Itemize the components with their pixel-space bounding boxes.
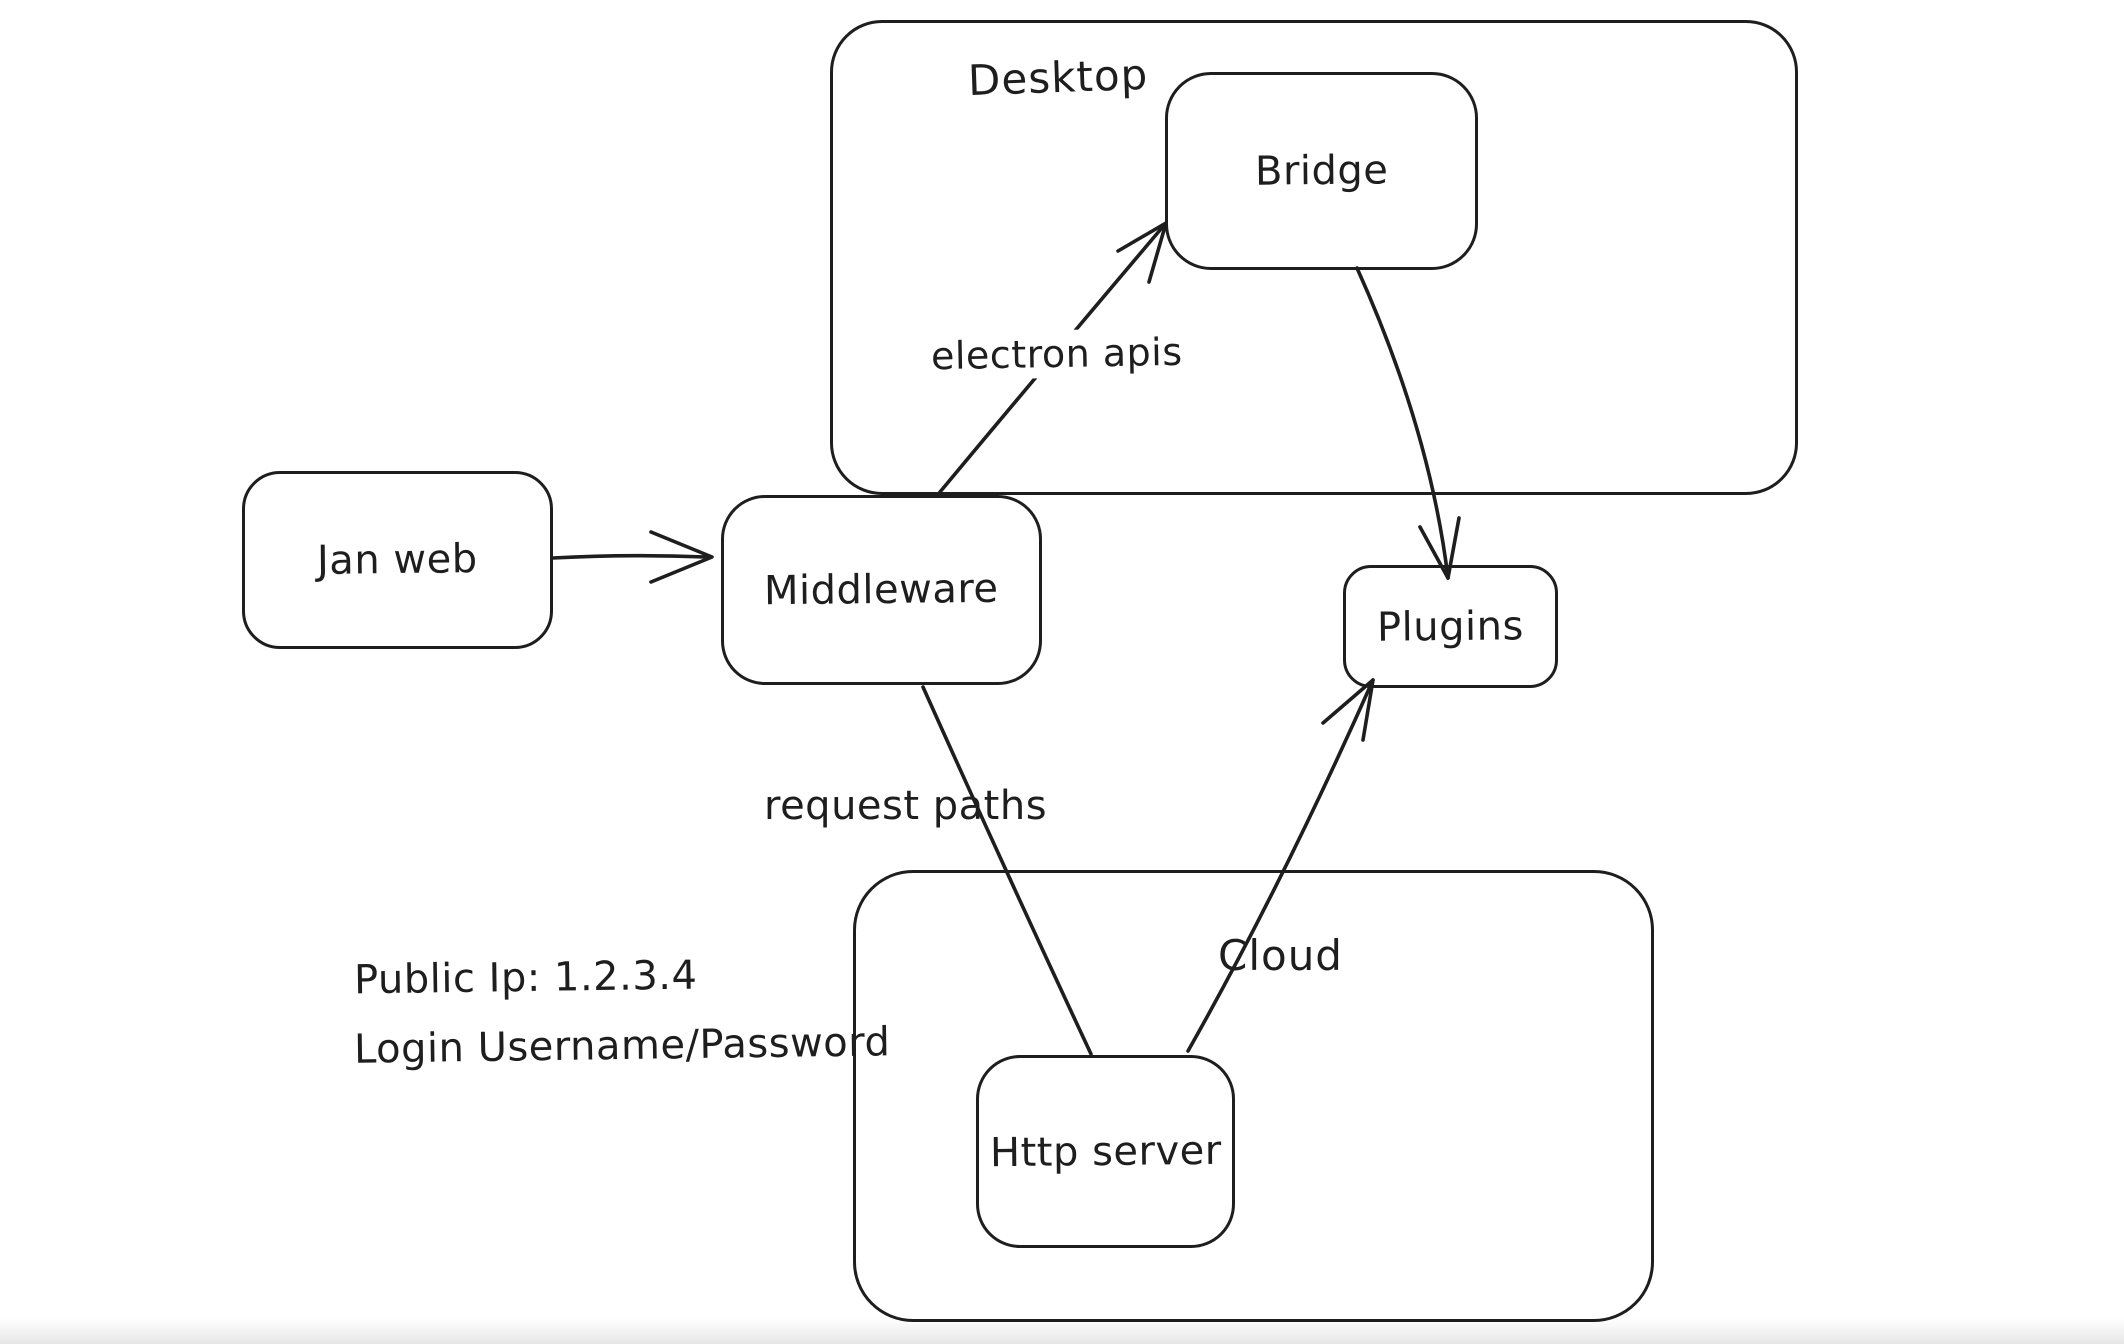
node-bridge[interactable]: Bridge xyxy=(1165,72,1478,270)
plugins-label: Plugins xyxy=(1376,602,1525,651)
arrow-janweb-to-middleware[interactable] xyxy=(551,530,714,584)
node-plugins[interactable]: Plugins xyxy=(1343,565,1558,688)
bridge-label: Bridge xyxy=(1254,147,1389,195)
http-server-label: Http server xyxy=(989,1127,1222,1176)
container-cloud[interactable]: Cloud xyxy=(853,870,1654,1322)
line-middleware-to-httpserver[interactable] xyxy=(921,685,1093,1056)
arrow-bridge-to-plugins[interactable] xyxy=(1355,266,1461,580)
jan-web-label: Jan web xyxy=(316,536,479,584)
annotation-login: Login Username/Password xyxy=(353,1019,891,1073)
arrow-httpserver-to-plugins[interactable] xyxy=(1186,678,1375,1053)
middleware-label: Middleware xyxy=(763,565,1000,615)
page-bottom-fade xyxy=(0,1318,2124,1344)
node-jan-web[interactable]: Jan web xyxy=(242,471,553,649)
node-middleware[interactable]: Middleware xyxy=(721,495,1042,685)
annotation-public-ip: Public Ip: 1.2.3.4 xyxy=(353,952,698,1004)
edge-label-electron-apis: electron apis xyxy=(924,327,1189,381)
container-desktop[interactable]: Desktop xyxy=(830,20,1798,495)
node-http-server[interactable]: Http server xyxy=(976,1055,1235,1248)
edge-label-request-paths: request paths xyxy=(764,783,1048,829)
desktop-container-label: Desktop xyxy=(967,49,1150,106)
cloud-container-label: Cloud xyxy=(1218,931,1343,980)
